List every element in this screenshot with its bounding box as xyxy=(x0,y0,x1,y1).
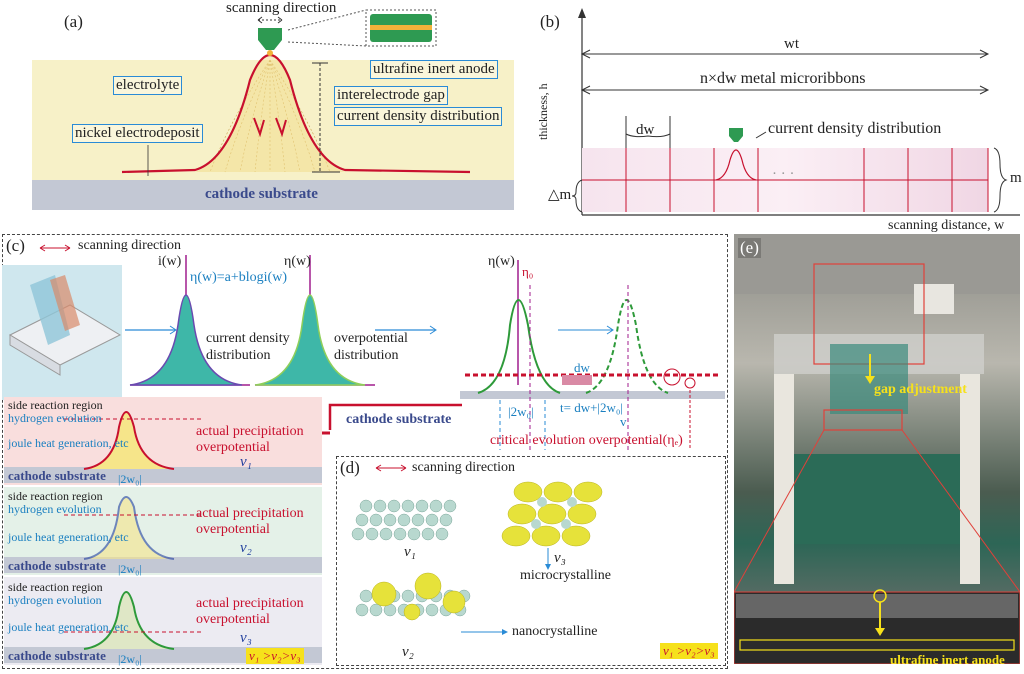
row2-side: side reaction region xyxy=(8,489,103,503)
row3-cathode: cathode substrate xyxy=(8,648,106,663)
d-scanning-direction: scanning direction xyxy=(412,460,516,475)
panel-e-photo xyxy=(734,234,1020,664)
row1-w0: |2w₀| xyxy=(118,472,142,486)
c-cathode-label: cathode substrate xyxy=(346,412,452,427)
c-inequality: ν₁ >ν₂>ν₃ xyxy=(246,648,304,664)
eta-axis-label-1: η(w) xyxy=(284,254,311,269)
e-anode-label: ultrafine inert anode xyxy=(890,652,1005,667)
d-v3: ν₃ xyxy=(554,550,566,566)
d-v1: ν₁ xyxy=(404,544,416,560)
eta-axis-label-2: η(w) xyxy=(488,254,515,269)
current-density-label: current density distribution xyxy=(334,107,503,126)
x-axis-label: scanning distance, w xyxy=(888,218,1005,233)
panel-c-letter: (c) xyxy=(6,236,25,255)
critical-overpot-label: critical evolution overpotential(ηₑ) xyxy=(490,433,683,448)
ellipsis: · · · xyxy=(772,166,795,182)
overpot-dist-label: overpotential distribution xyxy=(334,331,408,363)
row3-side: side reaction region xyxy=(8,580,103,594)
row2-joule: joule heat generation, etc xyxy=(8,530,129,544)
row3-overpot: overpotential xyxy=(196,612,270,627)
row2-actual: actual precipitation xyxy=(196,506,304,521)
interelectrode-gap-label: interelectrode gap xyxy=(334,86,448,105)
gap-adjustment-label: gap adjustment xyxy=(874,382,967,397)
c-scanning-direction: scanning direction xyxy=(78,238,182,253)
arrow-down-icon xyxy=(253,117,265,138)
row1-v: ν₁ xyxy=(240,454,252,470)
t-formula-den: v xyxy=(620,414,627,429)
lattice-v1 xyxy=(351,499,457,541)
scanning-direction-label: scanning direction xyxy=(226,0,337,16)
panel-d-figure xyxy=(351,464,603,635)
microribbons-label: n×dw metal microribbons xyxy=(700,70,866,87)
i-axis-label: i(w) xyxy=(158,254,182,269)
panel-b-letter: (b) xyxy=(540,12,560,31)
two-w0-label: |2w₀| xyxy=(508,404,534,419)
row3-h2: hydrogen evolution xyxy=(8,593,102,607)
panel-d-frame xyxy=(336,456,726,666)
dw-label: dw xyxy=(636,122,655,138)
dw-c-label: dw xyxy=(574,360,590,375)
row3-w0: |2w₀| xyxy=(118,652,142,666)
row2-v: ν₂ xyxy=(240,540,252,556)
d-v2: ν₂ xyxy=(402,644,414,660)
microribbon-dividers xyxy=(625,148,989,212)
row2-w0: |2w₀| xyxy=(118,562,142,576)
panel-a-letter: (a) xyxy=(64,12,83,31)
m-label: m xyxy=(1010,170,1022,186)
row2-cathode: cathode substrate xyxy=(8,558,106,573)
current-dist-label: current density distribution xyxy=(206,331,290,363)
row2-h2: hydrogen evolution xyxy=(8,502,102,516)
panel-d-letter: (d) xyxy=(340,458,360,477)
d-inequality: ν₁ >ν₂>ν₃ xyxy=(660,643,718,659)
electrolyte-label: electrolyte xyxy=(113,76,183,95)
b-current-density-label: current density distribution xyxy=(768,120,942,137)
row3-joule: joule heat generation, etc xyxy=(8,620,129,634)
row1-overpot: overpotential xyxy=(196,440,270,455)
d-nanocrystalline: nanocrystalline xyxy=(512,624,598,639)
row1-cathode: cathode substrate xyxy=(8,468,106,483)
c-rows-figure xyxy=(4,397,322,665)
panel-c-frame xyxy=(2,234,728,669)
arrow-down-icon xyxy=(275,117,287,138)
row1-side: side reaction region xyxy=(8,398,103,412)
panel-b-figure xyxy=(571,8,1020,216)
row1-joule: joule heat generation, etc xyxy=(8,436,129,450)
row3-v: ν₃ xyxy=(240,630,252,646)
d-microcrystalline: microcrystalline xyxy=(520,568,611,583)
eta0-label: η₀ xyxy=(522,264,534,279)
t-formula: t= dw+|2w₀| xyxy=(560,400,624,415)
wt-label: wt xyxy=(784,36,799,52)
anode-nozzle xyxy=(258,28,282,50)
eta-formula: η(w)=a+blogi(w) xyxy=(190,270,287,285)
panel-e-letter: (e) xyxy=(738,238,761,258)
row1-actual: actual precipitation xyxy=(196,424,304,439)
row2-overpot: overpotential xyxy=(196,522,270,537)
row1-h2: hydrogen evolution xyxy=(8,411,102,425)
anode-label: ultrafine inert anode xyxy=(370,60,498,79)
panel-a-figure xyxy=(32,9,514,210)
lattice-v3 xyxy=(501,481,603,547)
delta-m-label: △m xyxy=(548,187,572,203)
cathode-substrate-label: cathode substrate xyxy=(205,186,318,202)
cathode-substrate-bar xyxy=(32,180,514,210)
nickel-deposit-label: nickel electrodeposit xyxy=(72,124,203,143)
photo-drawing xyxy=(734,234,1020,664)
panel-c-top-figure xyxy=(2,244,725,450)
distribution-fill xyxy=(195,55,345,172)
row3-actual: actual precipitation xyxy=(196,596,304,611)
